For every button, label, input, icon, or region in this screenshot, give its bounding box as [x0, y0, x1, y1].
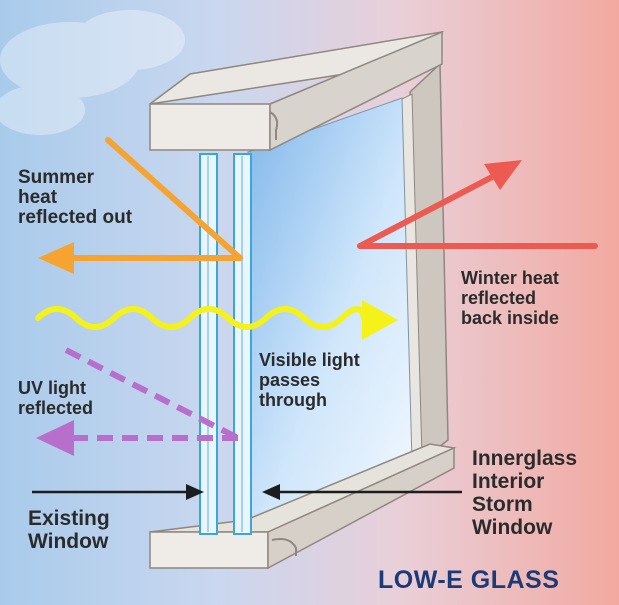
window-frame-top-molding	[269, 111, 279, 140]
window-frame-top-front	[149, 103, 271, 151]
summer-heat-label: Summer heat reflected out	[18, 167, 133, 228]
visible-light-wave	[35, 300, 398, 340]
window-glass-pane	[245, 97, 413, 521]
diagram-title: LOW-E GLASS	[378, 566, 560, 594]
uv-light-arrow	[64, 347, 240, 441]
window-sill-side	[267, 446, 455, 570]
existing-window-glass	[199, 153, 218, 535]
storm-window-glass	[233, 153, 252, 535]
existing-window-label: Existing Window	[28, 507, 110, 553]
storm-window-pointer	[262, 484, 462, 500]
uv-light-label: UV light reflected	[18, 378, 94, 418]
window-sill-molding	[271, 538, 297, 556]
summer-heat-arrow	[38, 137, 243, 274]
existing-window-pointer	[32, 484, 204, 500]
background-clouds	[0, 10, 185, 135]
storm-window-label: Innerglass Interior Storm Window	[472, 447, 578, 539]
window-frame-top-underside	[269, 30, 443, 152]
window-sill-front	[149, 531, 269, 569]
winter-heat-label: Winter heat reflected back inside	[461, 268, 560, 328]
winter-heat-arrow	[357, 160, 598, 249]
uv-arrow-head	[36, 420, 74, 456]
visible-light-label: Visible light passes through	[259, 350, 360, 410]
